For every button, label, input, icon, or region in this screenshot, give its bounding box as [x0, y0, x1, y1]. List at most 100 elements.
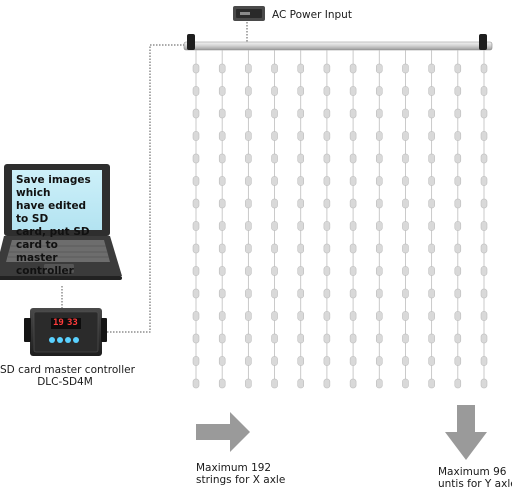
led-bulb	[297, 266, 304, 276]
led-bulb	[192, 153, 200, 164]
led-bulb	[245, 176, 252, 186]
led-bulb	[245, 356, 252, 366]
led-bulb	[323, 221, 331, 231]
led-string	[245, 50, 252, 389]
laptop-screen-line: card, put SD card to	[16, 226, 90, 251]
led-bulb	[323, 333, 331, 344]
led-bulb	[218, 108, 226, 119]
laptop-icon	[0, 164, 122, 280]
led-bulb	[297, 288, 304, 299]
led-bulb	[271, 243, 278, 254]
led-bulb	[480, 86, 488, 96]
led-bulb	[349, 176, 357, 186]
led-bulb	[297, 333, 304, 344]
led-bulb	[402, 311, 409, 321]
led-bulb	[376, 63, 383, 74]
led-bulb	[480, 131, 488, 141]
led-bulb	[192, 356, 200, 366]
led-bulb	[323, 176, 331, 186]
led-bulb	[376, 176, 383, 186]
led-bulb	[192, 333, 200, 344]
led-bulb	[218, 86, 226, 96]
led-bulb	[323, 131, 331, 141]
led-bulb	[271, 153, 278, 164]
x-axis-arrow-icon	[196, 412, 250, 452]
led-bulb	[245, 243, 252, 254]
led-bulb	[376, 266, 383, 276]
led-bulb	[245, 63, 252, 74]
power-input-label: AC Power Input	[272, 9, 352, 21]
led-bulb	[323, 198, 331, 209]
led-bulb	[349, 311, 357, 321]
led-bulb	[271, 221, 278, 231]
laptop-screen-line: master controller	[16, 252, 74, 277]
led-bulb	[271, 356, 278, 366]
led-bulb	[349, 131, 357, 141]
top-rail	[183, 34, 493, 51]
led-string	[402, 50, 409, 389]
led-bulb	[376, 333, 383, 344]
led-bulb	[192, 176, 200, 186]
led-bulb	[376, 356, 383, 366]
y-axis-arrow-icon	[445, 405, 487, 460]
led-bulb	[480, 108, 488, 119]
led-bulb	[428, 176, 435, 186]
led-string	[376, 50, 383, 389]
led-bulb	[349, 243, 357, 254]
led-string	[218, 50, 226, 389]
led-bulb	[376, 243, 383, 254]
led-bulb	[245, 266, 252, 276]
led-bulb	[428, 288, 435, 299]
led-bulb	[402, 63, 409, 74]
led-bulb	[349, 266, 357, 276]
led-bulb	[218, 221, 226, 231]
led-bulb	[349, 198, 357, 209]
led-bulb	[192, 86, 200, 96]
led-bulb	[218, 378, 226, 389]
led-bulb	[297, 63, 304, 74]
led-bulb	[245, 108, 252, 119]
led-string	[297, 50, 304, 389]
led-bulb	[218, 288, 226, 299]
led-bulb	[454, 356, 462, 366]
led-bulb	[218, 131, 226, 141]
led-bulb	[480, 153, 488, 164]
led-bulb	[480, 288, 488, 299]
led-bulb	[297, 221, 304, 231]
signal-cable	[101, 44, 186, 333]
y-axis-caption: Maximum 96 untis for Y axle	[438, 466, 512, 490]
laptop-screen-text: Save images which have edited to SD card…	[16, 174, 100, 278]
y-axis-caption-line1: Maximum 96	[438, 466, 507, 478]
led-bulb	[271, 288, 278, 299]
led-bulb	[192, 63, 200, 74]
led-bulb	[480, 176, 488, 186]
led-bulb	[297, 131, 304, 141]
led-bulb	[454, 221, 462, 231]
led-bulb	[245, 131, 252, 141]
led-bulb	[192, 131, 200, 141]
led-bulb	[480, 378, 488, 389]
led-bulb	[480, 63, 488, 74]
led-bulb	[402, 198, 409, 209]
led-bulb	[218, 311, 226, 321]
led-bulb	[271, 378, 278, 389]
led-string	[349, 50, 357, 389]
led-bulb	[480, 356, 488, 366]
led-bulb	[428, 108, 435, 119]
led-bulb	[323, 108, 331, 119]
led-bulb	[323, 153, 331, 164]
led-bulb	[454, 378, 462, 389]
led-bulb	[271, 266, 278, 276]
led-bulb	[480, 198, 488, 209]
led-bulb	[480, 243, 488, 254]
led-bulb	[271, 311, 278, 321]
controller-caption-line2: DLC-SD4M	[37, 376, 93, 388]
led-bulb	[376, 108, 383, 119]
led-bulb	[349, 108, 357, 119]
led-bulb	[402, 333, 409, 344]
led-bulb	[349, 288, 357, 299]
led-bulb	[428, 153, 435, 164]
led-bulb	[480, 333, 488, 344]
laptop-screen-line: have edited to SD	[16, 200, 87, 225]
